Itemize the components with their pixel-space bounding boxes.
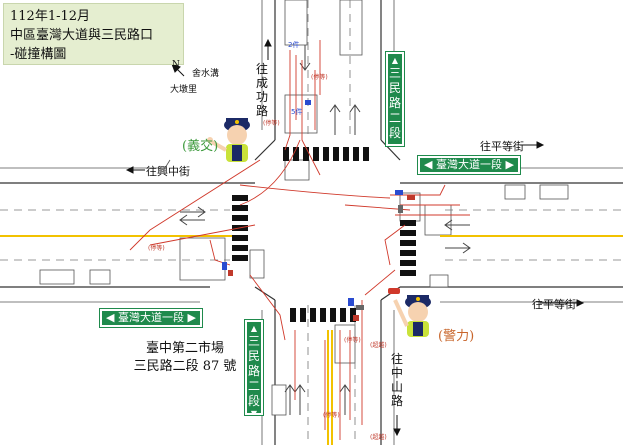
sign-taiwan-right-text: 臺灣大道一段 — [435, 158, 502, 171]
sign-arrow-up-icon-2: ▲ — [250, 324, 258, 333]
crosswalks — [232, 147, 416, 322]
tag-2: (停等) — [263, 120, 280, 127]
sign-arrow-left-icon-2: ◀ — [106, 311, 118, 324]
to-zhongshan-label: 往中山路 — [390, 352, 403, 408]
sign-taiwan-left: ◀ 臺灣大道一段 ▶ — [99, 308, 203, 328]
compass-north-label: N — [172, 60, 180, 70]
sign-arrow-right-icon: ▶ — [501, 158, 514, 171]
lane-arrows — [179, 45, 471, 415]
sign-sanmin-bottom-text: 三民路二段 — [248, 334, 261, 408]
officer-right-label: (警力) — [438, 329, 475, 344]
sign-arrow-down-icon: ▼ — [250, 409, 258, 418]
tag-5: (超越) — [370, 342, 387, 349]
to-pingdeng-top-label: 往平等街 — [480, 140, 524, 153]
sign-arrow-left-icon: ◀ — [424, 158, 436, 171]
count-label-1: 2件 — [288, 41, 300, 49]
sign-arrow-right-icon-2: ▶ — [183, 311, 196, 324]
vehicle-icons — [222, 100, 415, 321]
officer-left-icon — [207, 118, 250, 162]
sign-taiwan-right: ◀ 臺灣大道一段 ▶ — [417, 155, 521, 175]
to-pingdeng-bottom-label: 往平等街 — [532, 298, 576, 311]
sign-sanmin-top-text: 三民路二段 — [389, 66, 402, 140]
compass-place-1: 舍水溝 — [192, 69, 220, 79]
direction-arrows — [125, 38, 585, 437]
compass-place-2: 大墩里 — [170, 85, 198, 95]
collision-lines — [129, 40, 470, 440]
to-chenggong-label: 往成功路 — [255, 62, 268, 118]
tag-4: (停等) — [344, 337, 361, 344]
address-line-2: 三民路二段 87 號 — [133, 359, 237, 374]
count-label-2: 5件 — [291, 108, 303, 116]
median-lines — [0, 235, 623, 445]
sign-arrow-up-icon: ▲ — [391, 56, 399, 65]
sign-taiwan-left-text: 臺灣大道一段 — [117, 311, 184, 324]
title-line-1: 112年1-12月 — [10, 9, 91, 24]
sign-sanmin-top: ▲ 三民路二段 — [385, 51, 405, 147]
address-block: 臺中第二市場 三民路二段 87 號 — [130, 340, 240, 376]
officer-right-icon — [388, 288, 431, 337]
title-box: 112年1-12月 中區臺灣大道與三民路口 -碰撞構圖 — [3, 3, 184, 65]
tag-6: (停等) — [323, 412, 340, 419]
officer-left-label: (義交) — [182, 139, 219, 154]
sign-sanmin-bottom: ▲ 三民路二段 ▼ — [244, 319, 264, 418]
to-xingzhong-label: 往興中街 — [146, 165, 190, 178]
tag-3: (停等) — [148, 245, 165, 252]
title-line-2: 中區臺灣大道與三民路口 — [10, 28, 154, 43]
tag-7: (超越) — [370, 434, 387, 441]
title-line-3: -碰撞構圖 — [10, 47, 67, 62]
tag-1: (停等) — [311, 74, 328, 81]
address-line-1: 臺中第二市場 — [145, 341, 224, 356]
